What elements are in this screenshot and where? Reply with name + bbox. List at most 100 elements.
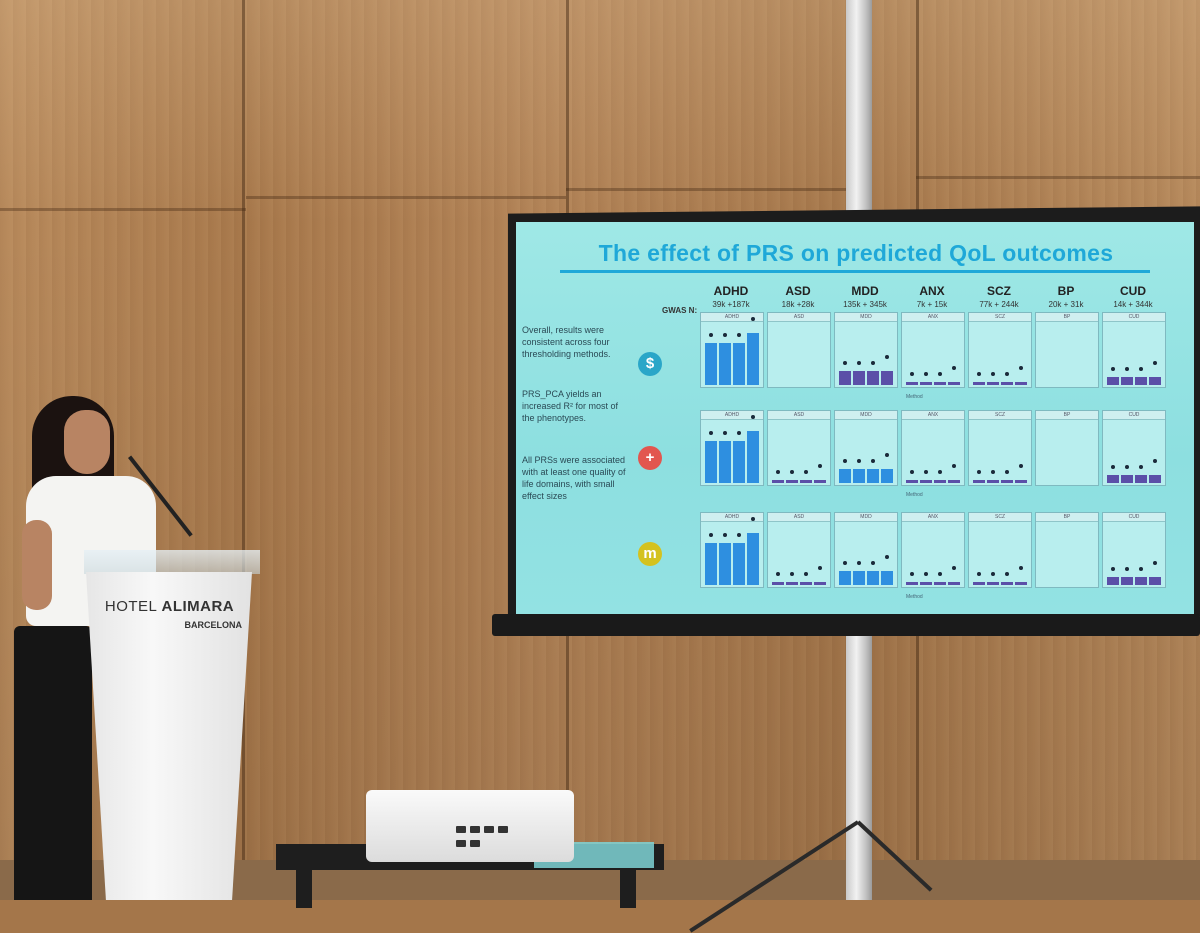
results-panel: ADHD: [700, 312, 764, 388]
column-gwas: 39k +187k: [712, 300, 750, 309]
results-panel: BP: [1035, 410, 1099, 486]
panel-header: ADHD: [701, 513, 763, 522]
panel-dot: [737, 533, 741, 537]
panel-dot: [818, 566, 822, 570]
panel-bar: [747, 333, 759, 385]
results-panel: SCZ: [968, 410, 1032, 486]
projector-port: [456, 840, 466, 847]
results-panel: ANX: [901, 312, 965, 388]
panel-header: BP: [1036, 313, 1098, 322]
panel-dot: [723, 431, 727, 435]
panel-bar: [920, 382, 932, 385]
panel-dot: [871, 561, 875, 565]
panel-dot: [1005, 372, 1009, 376]
results-panel: CUD: [1102, 410, 1166, 486]
panel-dot: [857, 561, 861, 565]
panel-dot: [1019, 464, 1023, 468]
panel-bar: [733, 441, 745, 483]
column-header: CUD: [1120, 284, 1146, 298]
panel-dot: [910, 470, 914, 474]
projector-port: [484, 826, 494, 833]
results-panel: MDD: [834, 512, 898, 588]
panel-header: ASD: [768, 313, 830, 322]
panel-bar: [1149, 475, 1161, 483]
podium-brand: HOTEL ALIMARA: [92, 598, 247, 615]
panel-bar: [1107, 377, 1119, 385]
panel-dot: [991, 470, 995, 474]
panel-bar: [1001, 582, 1013, 585]
panel-bar: [814, 480, 826, 483]
panel-bar: [839, 571, 851, 585]
panel-bar: [747, 533, 759, 585]
panel-dot: [843, 561, 847, 565]
panel-bar: [920, 480, 932, 483]
panel-header: SCZ: [969, 513, 1031, 522]
panel-bar: [800, 480, 812, 483]
table-leg: [620, 868, 636, 908]
speaker-legs: [14, 626, 92, 900]
panel-dot: [977, 572, 981, 576]
panel-bar: [987, 480, 999, 483]
panel-bar: [1135, 377, 1147, 385]
panel-dot: [818, 464, 822, 468]
panel-header: ADHD: [701, 411, 763, 420]
panel-bar: [973, 582, 985, 585]
panel-dot: [1125, 465, 1129, 469]
panel-header: ASD: [768, 513, 830, 522]
panel-dot: [924, 372, 928, 376]
results-panel: ANX: [901, 512, 965, 588]
panel-bar: [719, 441, 731, 483]
results-panel: ASD: [767, 410, 831, 486]
panel-bar: [1015, 582, 1027, 585]
panel-bar: [1001, 382, 1013, 385]
results-panel: SCZ: [968, 312, 1032, 388]
plus-icon: +: [638, 446, 662, 470]
note-prs-pca: PRS_PCA yields an increased R² for most …: [522, 389, 619, 423]
panel-dot: [1019, 366, 1023, 370]
panel-dot: [804, 470, 808, 474]
results-panel: ADHD: [700, 512, 764, 588]
results-panel: ASD: [767, 312, 831, 388]
panel-bar: [1107, 475, 1119, 483]
panel-header: ANX: [902, 513, 964, 522]
panel-dot: [1005, 572, 1009, 576]
projector-port: [470, 840, 480, 847]
panel-bar: [948, 480, 960, 483]
method-label: Method: [906, 492, 923, 498]
results-panel: CUD: [1102, 312, 1166, 388]
panel-bar: [1149, 577, 1161, 585]
panel-dot: [1153, 561, 1157, 565]
panel-dot: [857, 459, 861, 463]
panel-dot: [952, 566, 956, 570]
panel-dot: [843, 459, 847, 463]
panel-bar: [1121, 377, 1133, 385]
column-gwas: 20k + 31k: [1048, 300, 1084, 309]
panel-dot: [709, 333, 713, 337]
panel-bar: [786, 582, 798, 585]
panel-bar: [987, 382, 999, 385]
column-gwas: 14k + 344k: [1113, 300, 1153, 309]
speaker-face: [64, 410, 110, 474]
panel-dot: [1153, 361, 1157, 365]
panel-dot: [952, 366, 956, 370]
panel-header: MDD: [835, 513, 897, 522]
panel-dot: [776, 470, 780, 474]
panel-bar: [853, 571, 865, 585]
projector-port: [470, 826, 480, 833]
panel-dot: [804, 572, 808, 576]
panel-bar: [1015, 480, 1027, 483]
panel-dot: [723, 333, 727, 337]
results-panel: SCZ: [968, 512, 1032, 588]
panel-dot: [1005, 470, 1009, 474]
panel-header: SCZ: [969, 313, 1031, 322]
panel-bar: [948, 582, 960, 585]
panel-dot: [1019, 566, 1023, 570]
projector-port: [456, 826, 466, 833]
panel-bar: [786, 480, 798, 483]
column-gwas: 7k + 15k: [916, 300, 948, 309]
wall-seam: [0, 208, 246, 211]
panel-dot: [1153, 459, 1157, 463]
panel-bar: [973, 480, 985, 483]
speaker-arm: [22, 520, 52, 610]
panel-bar: [867, 469, 879, 483]
